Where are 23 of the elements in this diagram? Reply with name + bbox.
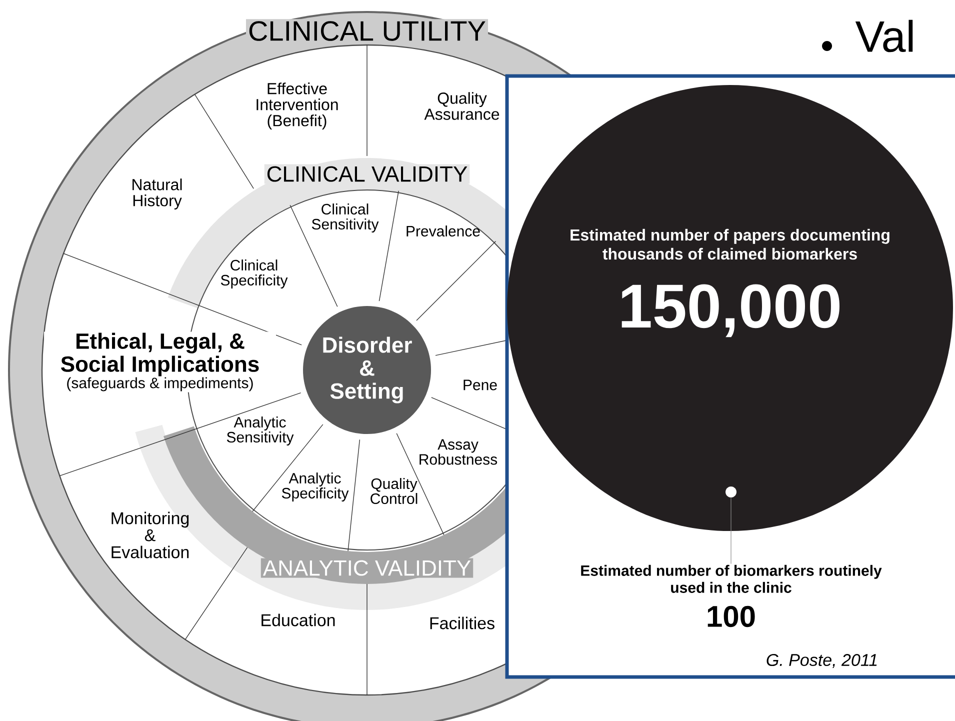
- stat-label: Estimated number of biomarkers routinely used in the clinic 100: [581, 564, 882, 628]
- sector-label: Analytic Specificity: [282, 472, 349, 502]
- leader-line: [730, 497, 732, 564]
- sector-label: Clinical Specificity: [220, 260, 288, 288]
- sector-label: Facilities: [430, 616, 494, 630]
- marker-dot: [726, 486, 736, 498]
- sector-label: Clinical Sensitivity: [312, 204, 379, 232]
- sector-label: Prevalence: [406, 226, 480, 236]
- bullet-text: Val: [855, 20, 913, 52]
- sector-label: Quality Control: [370, 478, 418, 504]
- ring-title: CLINICAL VALIDITY: [264, 164, 470, 184]
- ring-title: CLINICAL UTILITY: [246, 19, 488, 43]
- sector-label: Quality Assurance: [424, 92, 500, 120]
- sector-label: Ethical, Legal, & Social Implications (safeguards & impediments): [44, 332, 276, 392]
- ring-title: ANALYTIC VALIDITY: [260, 558, 474, 578]
- sector-label: Education: [262, 614, 335, 626]
- sector-label: Analytic Sensitivity: [226, 416, 294, 446]
- sector-label: Effective Intervention (Benefit): [256, 82, 338, 130]
- sector-label: Monitoring & Evaluation: [112, 512, 189, 558]
- sector-label: Natural History: [132, 178, 182, 210]
- citation: G. Poste, 2011: [766, 654, 877, 668]
- sector-label: Pene: [464, 380, 497, 390]
- sector-label: Assay Robustness: [420, 439, 498, 465]
